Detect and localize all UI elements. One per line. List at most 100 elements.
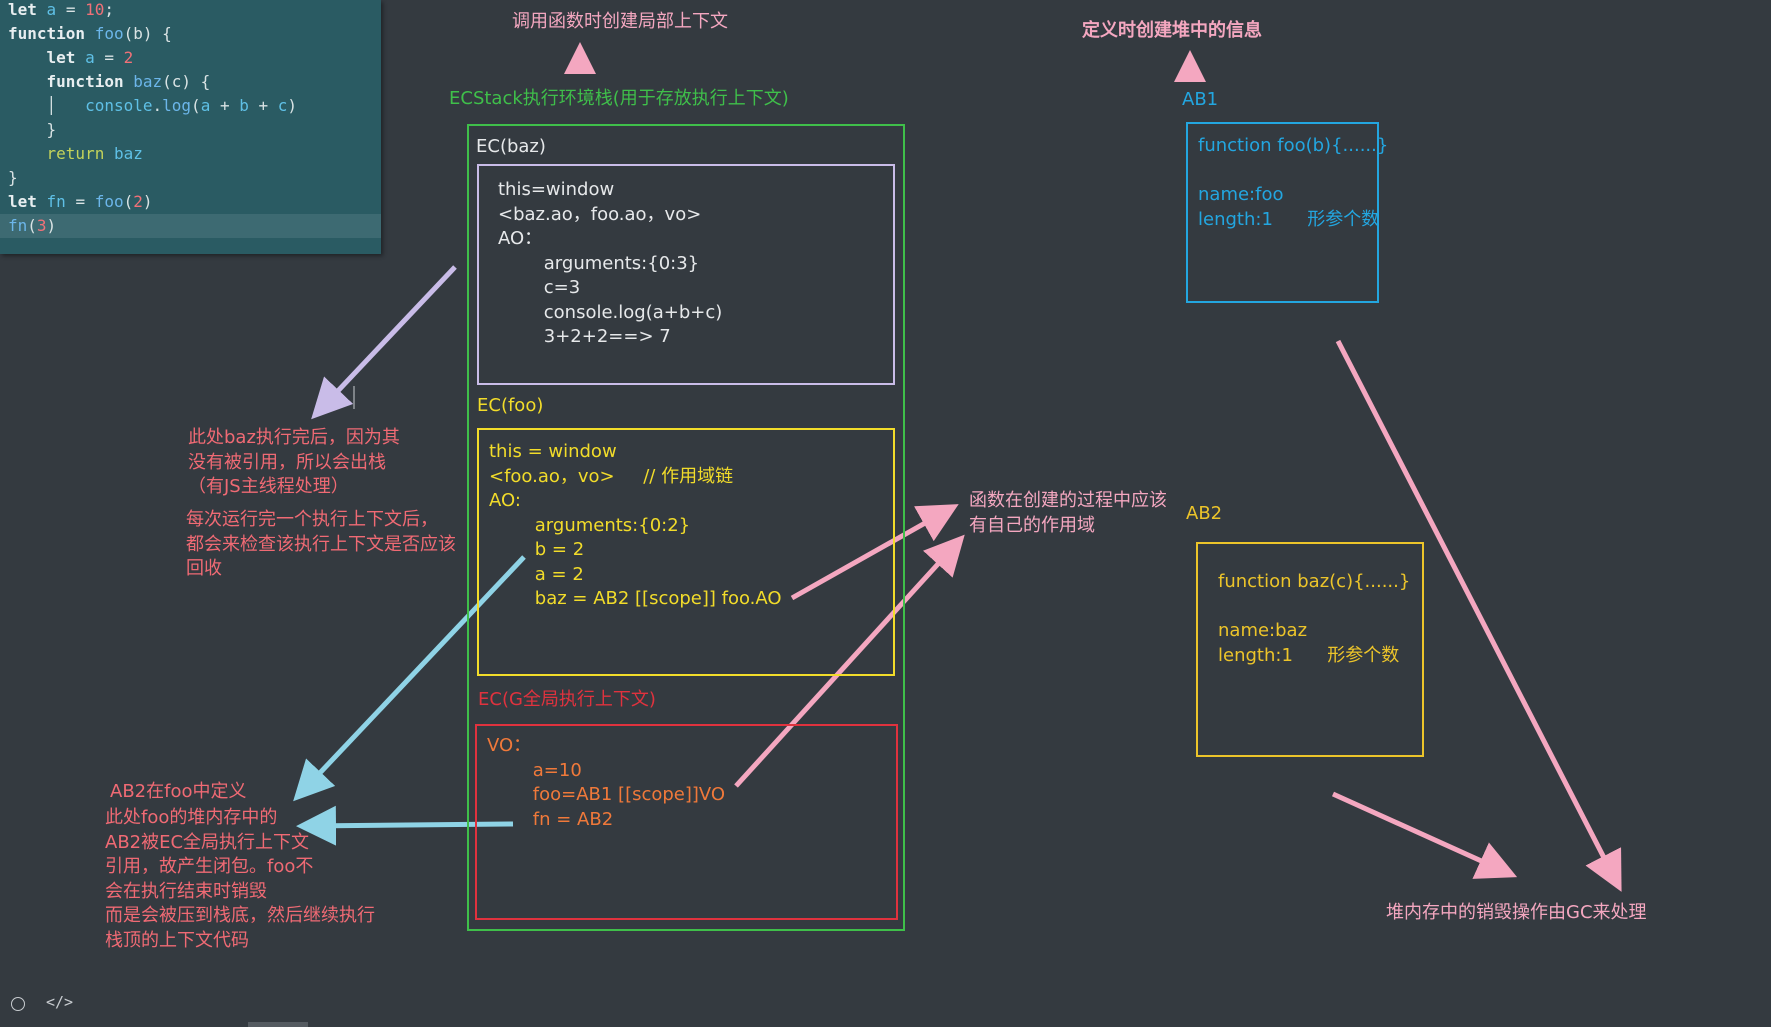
code-token: log — [162, 96, 192, 115]
note-baz-pop: 此处baz执行完后，因为其没有被引用，所以会出栈（有JS主线程处理） — [188, 426, 400, 500]
arrow-global-scope — [734, 534, 965, 788]
code-token: ) — [142, 192, 153, 211]
code-token: let — [8, 192, 37, 211]
ec-global-line: foo=AB1 [[scope]]VO — [487, 784, 726, 805]
ec-global-line: VO： — [487, 735, 532, 756]
code-token: 2 — [133, 192, 143, 211]
note-baz-pop-line: （有JS主线程处理） — [188, 476, 349, 497]
ec-baz-line: c=3 — [498, 277, 581, 298]
code-token: } — [8, 168, 18, 187]
code-token: ( — [123, 192, 134, 211]
code-token: let — [46, 48, 76, 67]
ab1-box: function foo(b){......} name:foo length:1 … — [1186, 122, 1388, 303]
code-token: foo — [94, 24, 124, 43]
code-token: 10 — [85, 0, 105, 19]
code-line: let a = 10; — [0, 0, 381, 22]
code-token: ) — [46, 216, 57, 235]
note-baz-pop-line: 没有被引用，所以会出栈 — [188, 451, 386, 473]
note-closure-line: 而是会被压到栈底，然后继续执行 — [105, 905, 375, 926]
code-token: baz — [133, 72, 163, 91]
note-scope: 函数在创建的过程中应该有自己的作用域 — [969, 489, 1167, 538]
ec-baz-body: this=window<baz.ao，foo.ao，vo>AO： argumen… — [498, 178, 722, 350]
code-token: 2 — [123, 48, 134, 67]
arrow-ab1-gc — [1335, 339, 1622, 892]
code-line: let fn = foo(2) — [0, 190, 381, 214]
ec-foo-line: <foo.ao，vo> // 作用域链 — [489, 465, 734, 487]
ec-foo-line: arguments:{0:2} — [489, 514, 691, 536]
ec-baz-label: EC(baz) — [476, 136, 546, 157]
note-closure-line: 栈顶的上下文代码 — [105, 929, 249, 951]
code-token: let — [8, 0, 37, 19]
ec-global-label: EC(G全局执行上下文) — [478, 689, 656, 710]
code-token: foo — [94, 192, 124, 211]
code-token: ( — [27, 216, 37, 235]
arrow-global-to-closure-note — [296, 805, 514, 846]
note-closure-line: AB2被EC全局执行上下文 — [105, 831, 310, 853]
ec-global-body: VO： a=10 foo=AB1 [[scope]]VO fn = AB2 — [487, 734, 725, 832]
code-token: fn — [8, 216, 28, 235]
heap-info-note: 定义时创建堆中的信息 — [1082, 20, 1262, 41]
note-closure-line: 引用，故产生闭包。foo不 — [105, 856, 314, 877]
ec-global-line: a=10 — [487, 759, 582, 781]
ab1-line: name:foo — [1198, 184, 1284, 205]
arrow-ab2-defined-in-foo — [293, 555, 526, 802]
ec-global-box: VO： a=10 foo=AB1 [[scope]]VO fn = AB2 — [475, 724, 898, 920]
code-line: fn(3) — [0, 214, 381, 238]
note-scope-line: 有自己的作用域 — [969, 514, 1095, 536]
ec-foo-line: this = window — [489, 441, 617, 462]
code-token: function — [46, 72, 124, 91]
code-token: b — [239, 96, 249, 115]
code-token: ( — [191, 96, 201, 115]
code-token: } — [8, 120, 57, 139]
ec-baz-line: console.log(a+b+c) — [498, 301, 723, 323]
arrow-ab2-gc — [1331, 791, 1518, 879]
code-token: ) — [287, 96, 298, 115]
arrow-baz-pop — [311, 265, 457, 420]
ecstack-box — [467, 124, 905, 931]
code-line: function baz(c) { — [0, 70, 381, 94]
code-line: let a = 2 — [0, 46, 381, 70]
code-icon[interactable]: </> — [46, 993, 74, 1011]
code-token: (c) { — [162, 72, 211, 91]
ec-global-line: fn = AB2 — [487, 808, 614, 830]
code-token: return — [46, 144, 105, 163]
code-token: │ — [8, 96, 86, 115]
ec-foo-label: EC(foo) — [477, 395, 544, 416]
ec-foo-line: baz = AB2 [[scope]] foo.AO — [489, 588, 782, 609]
ab2-line: length:1 形参个数 — [1218, 644, 1400, 666]
code-token: fn — [46, 192, 66, 211]
ec-foo-box: this = window <foo.ao，vo> // 作用域链 AO: argu… — [477, 428, 895, 676]
note-check-line: 每次运行完一个执行上下文后， — [186, 509, 438, 530]
ecstack-title: ECStack执行环境栈(用于存放执行上下文) — [449, 88, 789, 109]
ec-baz-line: this=window — [498, 179, 615, 200]
code-token: = — [56, 0, 86, 19]
circle-icon[interactable] — [11, 997, 25, 1011]
note-check-line: 回收 — [186, 558, 222, 579]
code-token: ; — [104, 0, 114, 19]
code-token: a — [46, 0, 57, 19]
ec-foo-body: this = window <foo.ao，vo> // 作用域链 AO: argu… — [489, 440, 782, 612]
ab2-line — [1218, 595, 1410, 620]
note-scope-line: 函数在创建的过程中应该 — [969, 490, 1167, 511]
code-token: = — [65, 192, 95, 211]
note-closure-line: 此处foo的堆内存中的 — [105, 807, 278, 828]
ec-foo-line: AO: — [489, 490, 521, 511]
local-context-note: 调用函数时创建局部上下文 — [512, 11, 728, 32]
ab2-line: function baz(c){......} — [1218, 571, 1411, 592]
ab1-line: length:1 形参个数 — [1198, 208, 1380, 230]
code-editor: let a = 10;function foo(b) { let a = 2 f… — [0, 0, 381, 254]
ab1-label: AB1 — [1182, 89, 1219, 110]
code-token: a — [85, 48, 95, 67]
code-token: baz — [113, 144, 143, 163]
scrollbar-thumb[interactable] — [248, 1022, 308, 1027]
ec-baz-box: this=window<baz.ao，foo.ao，vo>AO： argumen… — [477, 164, 895, 385]
code-line: function foo(b) { — [0, 22, 381, 46]
ab1-body: function foo(b){......} name:foo length:1 … — [1198, 134, 1388, 232]
ec-baz-line: arguments:{0:3} — [498, 252, 700, 274]
ab1-line: function foo(b){......} — [1198, 135, 1389, 156]
ec-baz-line: 3+2+2==> 7 — [498, 326, 671, 347]
ab2-label: AB2 — [1186, 503, 1223, 524]
code-token: c — [277, 96, 288, 115]
